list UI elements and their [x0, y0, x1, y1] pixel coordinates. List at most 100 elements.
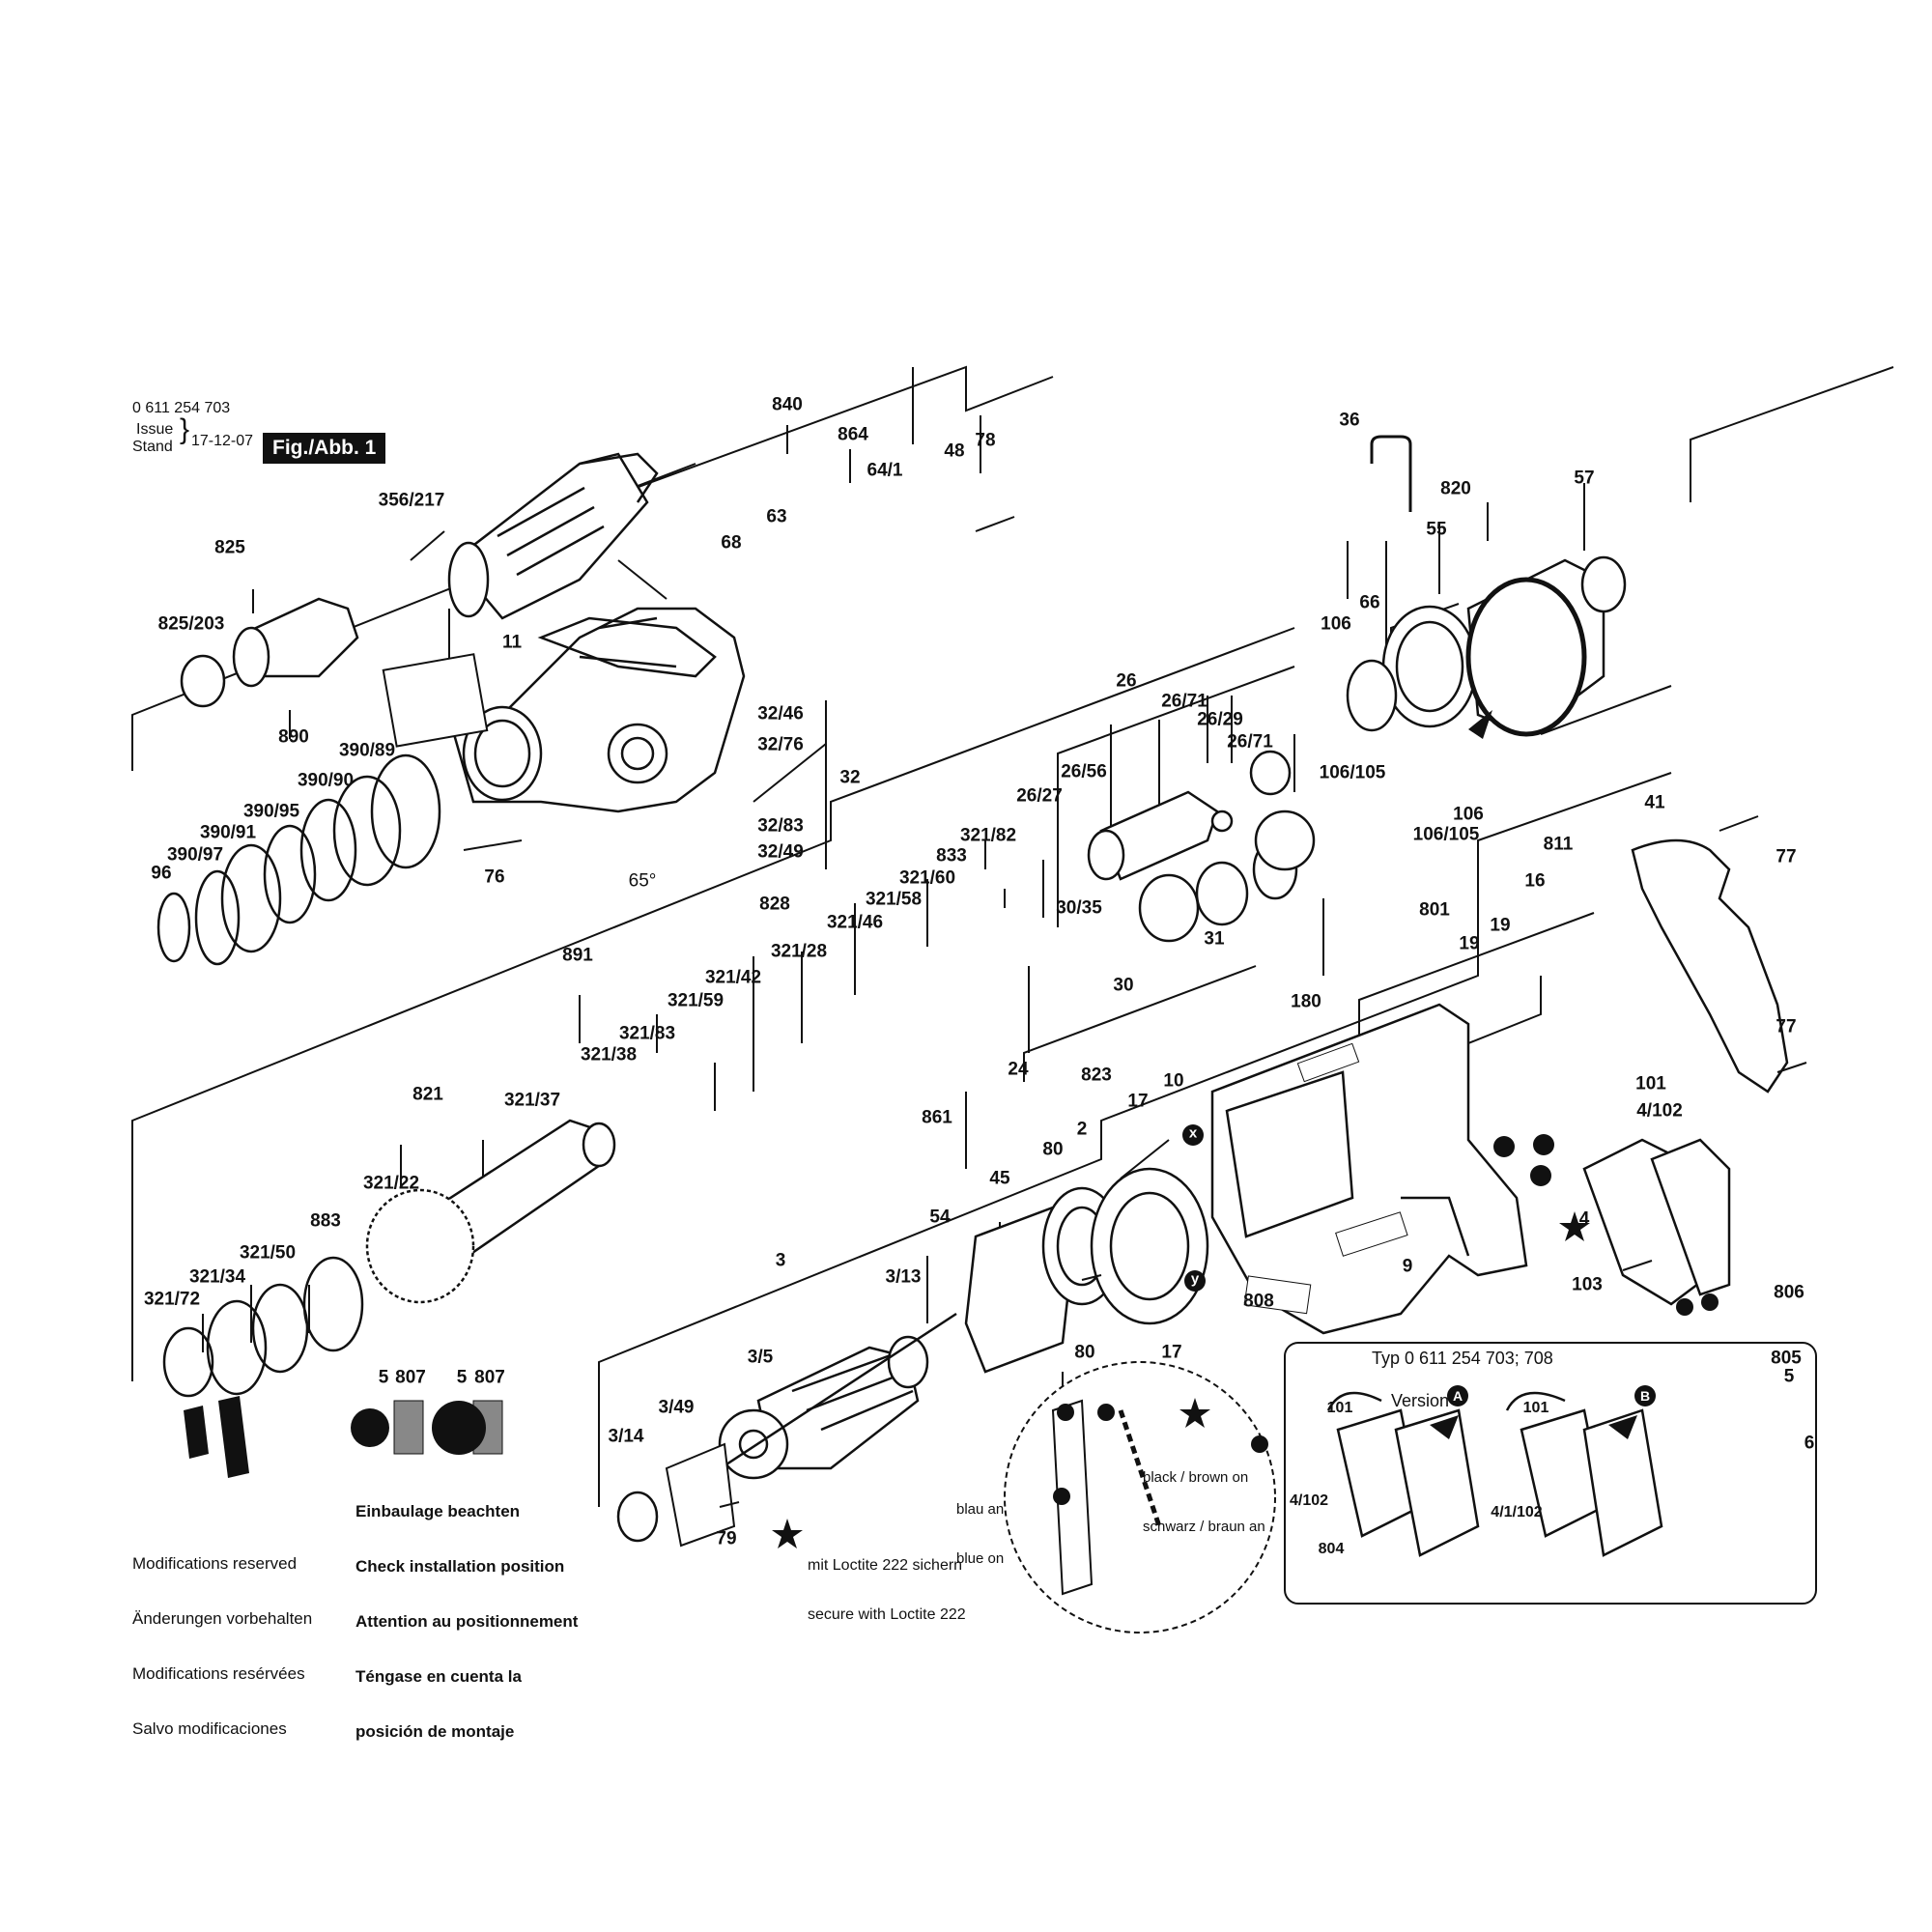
- keyless-chuck-shape: [180, 597, 359, 708]
- callout-26-71-a: 26/71: [1161, 691, 1208, 712]
- note-line: mit Loctite 222 sichern: [808, 1557, 963, 1574]
- installation-note: Einbaulage beachten Check installation p…: [355, 1465, 578, 1777]
- wiring-blue-note: blau an blue on: [956, 1468, 1004, 1600]
- note-line: Téngase en cuenta la: [355, 1667, 522, 1686]
- callout-54: 54: [929, 1207, 951, 1228]
- note-line: Modifications resérvées: [132, 1664, 305, 1683]
- inset-label-4-1-102: 4/1/102: [1491, 1504, 1543, 1520]
- note-line: posición de montaje: [355, 1722, 515, 1741]
- callout-32-76: 32/76: [757, 734, 804, 755]
- callout-106-a: 106: [1321, 613, 1351, 635]
- callout-321-38: 321/38: [580, 1044, 638, 1065]
- callout-55: 55: [1426, 519, 1447, 540]
- callout-79: 79: [716, 1528, 737, 1549]
- motor-housing-shape: [1210, 1003, 1528, 1335]
- callout-19-a: 19: [1459, 933, 1480, 954]
- callout-321-60: 321/60: [898, 867, 956, 889]
- callout-68: 68: [721, 532, 742, 554]
- callout-32-83: 32/83: [757, 815, 804, 837]
- callout-3-49: 3/49: [658, 1397, 695, 1418]
- callout-864: 864: [838, 424, 868, 445]
- callout-321-22: 321/22: [362, 1173, 420, 1194]
- callout-808: 808: [1243, 1291, 1274, 1312]
- issue-brace: }: [180, 413, 190, 445]
- callout-390-95: 390/95: [242, 801, 300, 822]
- inset-label-101-b: 101: [1522, 1400, 1549, 1416]
- issue-date: 17-12-07: [191, 433, 254, 449]
- note-line: blue on: [956, 1550, 1005, 1567]
- callout-41: 41: [1644, 792, 1665, 813]
- gear-housing-shape: [452, 607, 746, 813]
- callout-76: 76: [484, 867, 505, 888]
- callout-57: 57: [1574, 468, 1595, 489]
- callout-32: 32: [839, 767, 861, 788]
- part-number: 0 611 254 703: [132, 400, 231, 416]
- spindle-shape: [365, 1119, 616, 1304]
- callout-321-72: 321/72: [143, 1289, 201, 1310]
- stand-label: Stand: [132, 439, 173, 455]
- callout-64-1: 64/1: [867, 460, 903, 481]
- frame-left-long: [131, 627, 1295, 1381]
- callout-356-217: 356/217: [378, 490, 445, 511]
- callout-3-5: 3/5: [747, 1347, 774, 1368]
- callout-3-14: 3/14: [608, 1426, 644, 1447]
- callout-806: 806: [1774, 1282, 1804, 1303]
- note-line: Attention au positionnement: [355, 1612, 579, 1631]
- installation-symbols: [351, 1400, 503, 1455]
- callout-24: 24: [1008, 1059, 1029, 1080]
- callout-45: 45: [989, 1168, 1010, 1189]
- note-line: black / brown on: [1143, 1469, 1249, 1486]
- callout-32-49: 32/49: [757, 841, 804, 863]
- callout-807-a: 807: [395, 1367, 426, 1388]
- callout-31: 31: [1204, 928, 1225, 950]
- callout-3: 3: [775, 1250, 786, 1271]
- callout-106-105-b: 106/105: [1412, 824, 1480, 845]
- callout-26-27: 26/27: [1016, 785, 1063, 807]
- callout-321-83: 321/83: [618, 1023, 676, 1044]
- callout-821: 821: [412, 1084, 443, 1105]
- note-line: Modifications reserved: [132, 1554, 298, 1573]
- callout-321-46: 321/46: [826, 912, 884, 933]
- handle-shape: [1631, 838, 1789, 1094]
- callout-390-89: 390/89: [338, 740, 396, 761]
- callout-321-37: 321/37: [503, 1090, 561, 1111]
- callout-angle-65: 65°: [628, 870, 657, 892]
- clip-shape: [1370, 435, 1412, 512]
- figure-label: Fig./Abb. 1: [263, 433, 386, 464]
- callout-30: 30: [1113, 975, 1134, 996]
- inset-version-b: B: [1639, 1388, 1651, 1404]
- callout-6: 6: [1804, 1433, 1815, 1454]
- callout-2: 2: [1076, 1119, 1088, 1140]
- issue-label: Issue: [136, 421, 174, 438]
- note-line: Check installation position: [355, 1557, 565, 1576]
- inset-version-a: A: [1452, 1388, 1463, 1404]
- piston-shapes: [1087, 750, 1316, 943]
- callout-4-102: 4/102: [1636, 1100, 1683, 1122]
- callout-80-b: 80: [1074, 1342, 1095, 1363]
- callout-63: 63: [766, 506, 787, 527]
- note-line: blau an: [956, 1501, 1005, 1518]
- callout-16: 16: [1524, 870, 1546, 892]
- callout-17-a: 17: [1127, 1091, 1149, 1112]
- frame-bottom: [598, 772, 1672, 1507]
- note-line: secure with Loctite 222: [808, 1606, 966, 1623]
- switch-shape: [1582, 1138, 1731, 1306]
- note-line: Salvo modificaciones: [132, 1719, 287, 1738]
- callout-26-29: 26/29: [1197, 709, 1243, 730]
- callout-4: 4: [1578, 1208, 1590, 1230]
- callout-390-90: 390/90: [297, 770, 355, 791]
- spindle-rings: [162, 1256, 364, 1398]
- callout-805: 805: [1771, 1348, 1802, 1369]
- callout-883: 883: [310, 1210, 341, 1232]
- callout-833: 833: [936, 845, 967, 867]
- callout-96: 96: [151, 863, 172, 884]
- marker-y: y: [1190, 1270, 1200, 1288]
- callout-321-34: 321/34: [188, 1266, 246, 1288]
- callout-9: 9: [1402, 1256, 1413, 1277]
- spring-rings: [156, 753, 441, 966]
- callout-828: 828: [759, 894, 790, 915]
- callout-48: 48: [944, 440, 965, 462]
- callout-890: 890: [278, 726, 309, 748]
